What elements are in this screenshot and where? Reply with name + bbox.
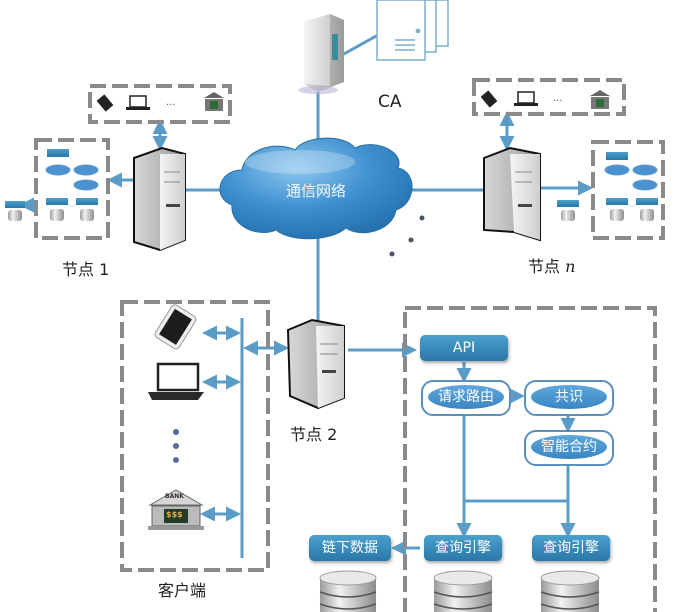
node1-mini-ledger: [5, 149, 99, 221]
node2-label-prefix: 节点: [290, 425, 328, 444]
query-engine-box-2: 查询引擎: [532, 535, 610, 561]
ledger-database-icon-1: [433, 570, 493, 612]
node2-label-number: 2: [327, 425, 338, 444]
dashed-boxes: [34, 78, 665, 612]
connection-lines: [19, 33, 593, 558]
query-engine-box-1: 查询引擎: [424, 535, 502, 561]
mini-laptop-icon: [517, 91, 535, 104]
noden-clients-ellipsis: ···: [553, 96, 563, 107]
bank-sign: BANK: [165, 493, 184, 500]
node1-label: 节点 1: [62, 256, 109, 280]
mini-phone-icon: [480, 90, 498, 108]
mini-bank-icon: [204, 92, 224, 111]
noden-ledger-box: [591, 140, 665, 240]
consensus-node: 共识: [524, 380, 614, 416]
request-routing-label: 请求路由: [428, 385, 504, 409]
client-label: 客户端: [158, 581, 207, 600]
laptop-icon: [148, 362, 204, 400]
noden-label: 节点 n: [528, 253, 575, 277]
network-cloud-icon: [219, 137, 413, 240]
bank-icon: [148, 489, 204, 530]
ellipsis-dots: [389, 215, 425, 257]
noden-server-icon: [483, 146, 541, 242]
ledger-database-icon-2: [540, 570, 600, 612]
smart-contract-node: 智能合约: [524, 430, 614, 466]
smart-contract-label: 智能合约: [531, 435, 607, 459]
node1-server-icon: [133, 146, 186, 252]
ca-server-icon: [298, 14, 344, 94]
request-routing-node: 请求路由: [421, 380, 511, 416]
certificate-icon: [376, 0, 449, 61]
client-box: [120, 300, 270, 572]
node1-clients-ellipsis: ···: [166, 100, 176, 111]
noden-label-prefix: 节点: [528, 257, 566, 276]
mini-laptop-icon: [129, 95, 147, 108]
noden-clients-box: [472, 78, 626, 116]
network-label: 通信网络: [286, 182, 347, 200]
ca-label: CA: [378, 92, 402, 112]
node1-ledger-box: [34, 138, 110, 240]
phone-icon: [154, 304, 197, 350]
offchain-data-box: 链下数据: [309, 535, 391, 561]
bank-money: $$$: [166, 510, 183, 519]
offchain-database-icon: [319, 570, 377, 612]
mini-phone-icon: [96, 94, 114, 112]
api-box: API: [420, 335, 508, 361]
vertical-ellipsis-icon: [173, 429, 179, 463]
node1-mini-clients: [96, 92, 224, 112]
node1-clients-box: [88, 84, 232, 124]
node1-label-number: 1: [99, 260, 110, 279]
noden-label-number: n: [565, 257, 576, 276]
node-detail-box: [403, 306, 657, 612]
noden-mini-clients: [480, 90, 610, 109]
node1-label-prefix: 节点: [62, 260, 100, 279]
noden-mini-ledger: [557, 152, 658, 221]
consensus-label: 共识: [531, 385, 607, 409]
node2-server-icon: [286, 318, 345, 410]
line-ca-certs: [341, 33, 379, 57]
mini-bank-icon: [590, 90, 610, 109]
node2-label: 节点 2: [290, 421, 337, 445]
